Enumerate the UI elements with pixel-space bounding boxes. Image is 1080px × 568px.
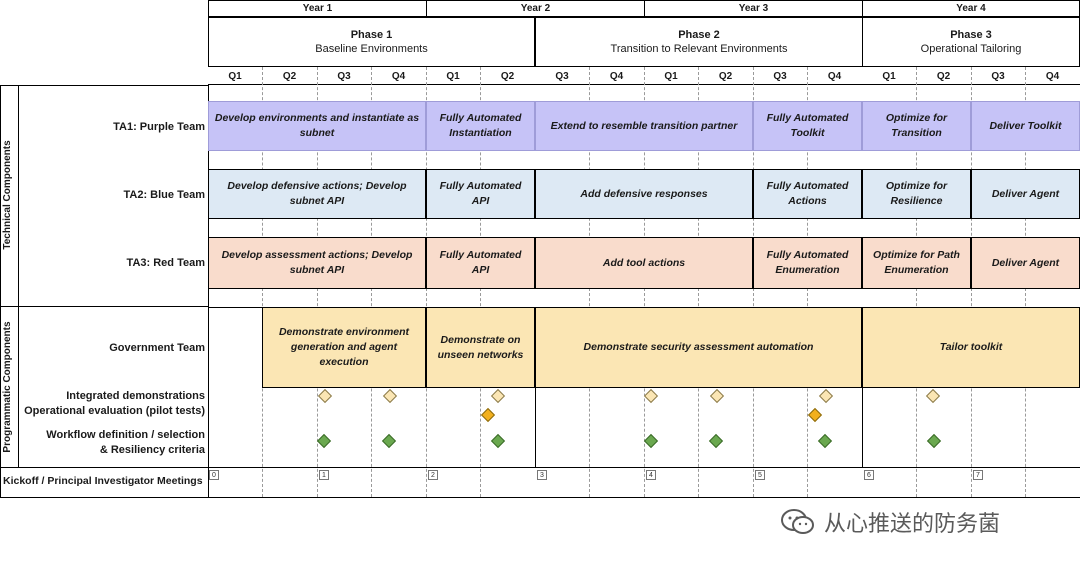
operational-eval-diamond	[480, 407, 496, 423]
year-header-2: Year 2	[426, 0, 645, 17]
technical-section-frame	[0, 85, 208, 307]
quarter-16: Q4	[1045, 70, 1060, 82]
ta2-bar-fully-automated-actions: Fully Automated Actions	[753, 169, 862, 219]
ta1-bar-deliver-toolkit: Deliver Toolkit	[971, 101, 1080, 151]
ta2-bar-fully-automated-api: Fully Automated API	[426, 169, 535, 219]
operational-eval-diamond	[807, 407, 823, 423]
workflow-diamond	[708, 433, 724, 449]
ta3-bar-deliver-agent: Deliver Agent	[971, 237, 1080, 289]
phase-2-title: Phase 2	[678, 29, 720, 41]
kickoff-marker: 6	[864, 470, 874, 480]
ta1-bar-develop-environments: Develop environments and instantiate as …	[208, 101, 426, 151]
integrated-demo-diamond	[643, 388, 659, 404]
ta2-bar-develop-defensive-actions: Develop defensive actions; Develop subne…	[208, 169, 426, 219]
quarter-15: Q3	[991, 70, 1005, 82]
quarter-13: Q1	[882, 70, 896, 82]
wechat-icon	[781, 509, 814, 534]
row-label-ta2: TA2: Blue Team	[123, 188, 206, 201]
kickoff-marker: 2	[428, 470, 438, 480]
watermark: 从心推送的防务菌	[780, 505, 1000, 539]
phase-3-header: Phase 3 Operational Tailoring	[862, 17, 1080, 67]
ta3-bar-optimize-path-enumeration: Optimize for Path Enumeration	[862, 237, 971, 289]
integrated-demo-diamond	[317, 388, 333, 404]
row-label-ta1: TA1: Purple Team	[113, 120, 205, 133]
workflow-diamond	[490, 433, 506, 449]
kickoff-marker: 0	[209, 470, 219, 480]
gov-bar-tailor-toolkit: Tailor toolkit	[862, 307, 1080, 388]
row-label-workflow-2: & Resiliency criteria	[99, 444, 205, 456]
workflow-diamond	[926, 433, 942, 449]
phase-1-header: Phase 1 Baseline Environments	[208, 17, 535, 67]
gov-bar-demonstrate-security-automation: Demonstrate security assessment automati…	[535, 307, 862, 388]
year-header-1: Year 1	[208, 0, 427, 17]
ta2-bar-deliver-agent: Deliver Agent	[971, 169, 1080, 219]
ta3-bar-fully-automated-enumeration: Fully Automated Enumeration	[753, 237, 862, 289]
ta3-bar-fully-automated-api: Fully Automated API	[426, 237, 535, 289]
phase-1-subtitle: Baseline Environments	[315, 43, 428, 55]
workflow-diamond	[381, 433, 397, 449]
workflow-diamond	[316, 433, 332, 449]
row-label-operational: Operational evaluation (pilot tests)	[24, 405, 205, 417]
quarter-5: Q1	[446, 70, 460, 82]
programmatic-section-label-box	[0, 307, 19, 467]
gov-bar-demonstrate-environment: Demonstrate environment generation and a…	[262, 307, 426, 388]
quarter-14: Q2	[936, 70, 951, 82]
integrated-demo-diamond	[382, 388, 398, 404]
technical-section-label: Technical Components	[2, 140, 13, 250]
year-header-3: Year 3	[644, 0, 863, 17]
ta1-bar-optimize-transition: Optimize for Transition	[862, 101, 971, 151]
row-label-kickoff: Kickoff / Principal Investigator Meeting…	[3, 475, 203, 487]
workflow-diamond	[817, 433, 833, 449]
row-label-ta3: TA3: Red Team	[126, 256, 205, 269]
phase-2-subtitle: Transition to Relevant Environments	[610, 43, 788, 55]
quarter-3: Q3	[337, 70, 351, 82]
phase-3-title: Phase 3	[950, 29, 992, 41]
phase-3-subtitle: Operational Tailoring	[920, 43, 1022, 55]
ta1-bar-fully-automated-toolkit: Fully Automated Toolkit	[753, 101, 862, 151]
ta3-bar-develop-assessment-actions: Develop assessment actions; Develop subn…	[208, 237, 426, 289]
quarter-7: Q3	[555, 70, 569, 82]
programmatic-section-label: Programmatic Components	[2, 321, 13, 453]
ta1-bar-extend-transition: Extend to resemble transition partner	[535, 101, 753, 151]
quarter-11: Q3	[773, 70, 787, 82]
row-label-integrated: Integrated demonstrations	[66, 390, 205, 402]
gov-bar-demonstrate-unseen: Demonstrate on unseen networks	[426, 307, 535, 388]
integrated-demo-diamond	[818, 388, 834, 404]
phase-2-header: Phase 2 Transition to Relevant Environme…	[535, 17, 863, 67]
integrated-demo-diamond	[709, 388, 725, 404]
integrated-demo-diamond	[490, 388, 506, 404]
kickoff-marker: 1	[319, 470, 329, 480]
quarter-10: Q2	[718, 70, 733, 82]
kickoff-marker: 4	[646, 470, 656, 480]
phase-1-title: Phase 1	[350, 29, 393, 41]
quarter-8: Q4	[609, 70, 624, 82]
quarter-1: Q1	[228, 70, 242, 82]
integrated-demo-diamond	[925, 388, 941, 404]
quarter-12: Q4	[827, 70, 842, 82]
kickoff-marker: 3	[537, 470, 547, 480]
quarter-9: Q1	[664, 70, 678, 82]
quarter-6: Q2	[500, 70, 515, 82]
year-header-4: Year 4	[862, 0, 1080, 17]
workflow-diamond	[643, 433, 659, 449]
ta1-bar-fully-automated-instantiation: Fully Automated Instantiation	[426, 101, 535, 151]
quarter-4: Q4	[391, 70, 406, 82]
kickoff-marker: 5	[755, 470, 765, 480]
ta2-bar-optimize-resilience: Optimize for Resilience	[862, 169, 971, 219]
technical-section-label-box	[0, 85, 19, 307]
watermark-text: 从心推送的防务菌	[824, 512, 1001, 537]
quarter-2: Q2	[282, 70, 297, 82]
ta2-bar-add-defensive-responses: Add defensive responses	[535, 169, 753, 219]
row-label-government: Government Team	[109, 341, 205, 354]
row-label-workflow-1: Workflow definition / selection	[46, 429, 205, 441]
ta3-bar-add-tool-actions: Add tool actions	[535, 237, 753, 289]
kickoff-marker: 7	[973, 470, 983, 480]
